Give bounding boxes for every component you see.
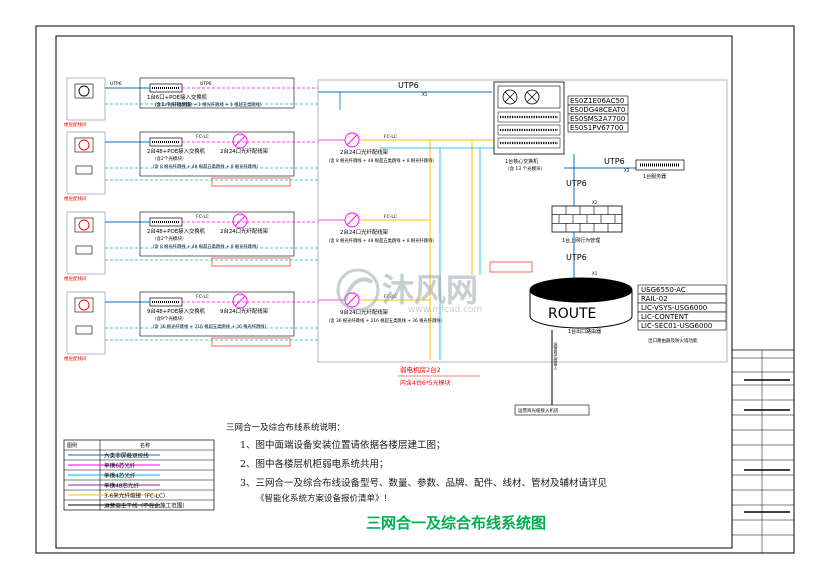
floor-name: 楼层配线间	[64, 121, 87, 128]
isp-box	[514, 404, 590, 416]
notes-item-4: 《智能化系统方案设备报价清单》！	[256, 494, 393, 504]
utp6-top-label: UTP6	[398, 81, 419, 90]
fc-lc-left-label: FC-LC	[196, 214, 209, 220]
router-model: USG6550-AC	[641, 286, 686, 294]
firewall-label: 1台上网行为管理	[562, 237, 600, 244]
legend-entry: 3-6来光纤熔接（FC-LC）	[104, 492, 168, 500]
isp-vertical-label: 运营商光缆接入	[554, 341, 559, 370]
legend-entry: 单模48芯光纤	[104, 482, 139, 490]
router-label: 1台出口路由器	[568, 328, 601, 335]
core-switch	[493, 81, 565, 155]
core-room-frame	[317, 79, 728, 363]
core-patch-label: 2台24口光纤配线架	[340, 148, 389, 156]
outer-frame	[35, 25, 795, 554]
floor-name: 楼层配线间	[64, 355, 87, 362]
fc-lc-left-label: FC-LC	[196, 134, 209, 140]
legend-entry: 运营商主干线（不在此施工范围）	[104, 502, 188, 510]
floor-patch-label: （含 1 个光纤配线架 + 1 根光纤跳线 + 1 根超五类跳线）	[152, 101, 264, 108]
floor-switch-sub: （含1×光纤收发器）	[152, 101, 195, 108]
core-switch-label: 1台核心交换机	[505, 158, 538, 165]
router-model: LIC-SEC01-USG6000	[641, 322, 712, 330]
floor-fiber-label: （含 8 根光纤跳线 + 48 根超五类跳线 + 8 根光纤跳线）	[150, 243, 261, 250]
utp6-firewall-x: X2	[592, 200, 598, 205]
fc-lc-core-label: FC-LC	[384, 134, 397, 140]
floor-switch-label: 9台48+POE接入交换机	[147, 307, 206, 315]
floor-switch-label: 2台48+POE接入交换机	[147, 227, 206, 235]
floor-patch-label: 9台24口光纤配线架	[220, 307, 269, 315]
utp6-route-x: X1	[592, 271, 598, 276]
notes-item-2: 2、图中各楼层机柜弱电系统共用；	[240, 459, 389, 470]
route-text: ROUTE	[548, 306, 596, 322]
core-patch-sub: （含 8 根光纤跳线 + 48 根超五类跳线 + 8 根光纤跳线）	[326, 157, 437, 164]
utp6-row-label: UTP6	[110, 81, 122, 87]
floor-name: 楼层配线间	[64, 275, 87, 282]
notes-item-3: 3、三网合一及综合布线设备型号、数量、参数、品牌、配件、线材、管材及辅材请详见	[240, 478, 608, 489]
title-block	[732, 349, 794, 553]
legend-entry: 单模6芯光纤	[104, 462, 136, 470]
server-label: 1台服务器	[643, 173, 666, 180]
floor-switch-label: 1台6口+POE接入交换机	[147, 93, 208, 101]
drawing-title: 三网合一及综合布线系统图	[366, 514, 547, 532]
floor-name: 楼层配线间	[64, 195, 87, 202]
switch-model-list: ES0Z1E06AC50ES0DG48CEAT0ES0SMS2A7700ES0S…	[567, 95, 629, 133]
watermark-brand: 沐风网	[382, 271, 478, 309]
floor-switch-sub: （含2个光模块）	[152, 235, 186, 242]
router	[529, 277, 633, 329]
utp6-firewall-label: UTP6	[566, 179, 587, 188]
core-patch-sub: （含 8 根光纤跳线 + 48 根超五类跳线 + 8 根光纤跳线）	[326, 237, 437, 244]
utp6-route-label: UTP6	[566, 253, 587, 262]
legend-entry: 单模4芯光纤	[104, 472, 136, 480]
watermark-url: www.mfcad.com	[408, 305, 482, 315]
server	[635, 159, 685, 171]
router-model: LIC-VSYS-USG6000	[641, 304, 707, 312]
notes-item-1: 1、图中面端设备安装位置请依据各楼层建工图；	[240, 440, 446, 451]
floor-switch-sub: （含9个光模块）	[152, 315, 186, 322]
utp6-top-x-label: X1	[422, 92, 428, 97]
notes-heading: 三网合一及综合布线系统说明：	[226, 423, 346, 433]
legend-header-symbol: 图例	[67, 442, 77, 449]
switch-model: ES0S1PV67700	[570, 124, 624, 132]
fc-lc-core-label: FC-LC	[384, 294, 397, 300]
core-patch-label: 2台24口光纤配线架	[340, 228, 389, 236]
floor-patch-label: 2台24口光纤配线架	[220, 227, 269, 235]
fc-lc-core-label: FC-LC	[384, 214, 397, 220]
router-model-list: USG6550-ACRAIL-02LIC-VSYS-USG6000LIC-CON…	[637, 284, 727, 331]
legend-entry: 六类非屏蔽双绞线	[104, 452, 149, 460]
utp6-server-label: UTP6	[604, 157, 625, 166]
room-note-line2: 内含4台6*5光模块	[400, 379, 450, 387]
utp6-row-label: UTP6	[200, 81, 212, 87]
floor-switch-sub: （含2个光模块）	[152, 155, 186, 162]
switch-model: ES0SMS2A7700	[570, 115, 625, 123]
core-patch-box	[489, 261, 533, 273]
floor-switch-label: 2台48+POE接入交换机	[147, 147, 206, 155]
floor-patch-label: 2台24口光纤配线架	[220, 147, 269, 155]
core-patch-sub: （含 36 根光纤跳线 + 216 根超五类跳线 + 36 根光纤跳线）	[326, 317, 445, 324]
firewall	[551, 205, 623, 233]
core-switch-sub: （含 13 个光模块）	[505, 165, 545, 172]
switch-model: ES0Z1E06AC50	[570, 97, 624, 105]
floor-fiber-label: （含 36 根光纤跳线 + 216 根超五类跳线 + 36 根光纤跳线）	[150, 323, 269, 330]
core-patch-label: 9台24口光纤配线架	[340, 308, 389, 316]
switch-model: ES0DG48CEAT0	[570, 106, 625, 114]
utp6-server-x: X3	[624, 168, 630, 173]
router-model: LIC-CONTENT	[641, 313, 689, 321]
router-caption: 出口路由器及防火墙功能	[648, 337, 698, 344]
floor-row: 楼层配线间 1台6口+POE接入交换机（含1×光纤收发器）（含 1 个光纤配线架 …	[64, 77, 318, 128]
room-note-line1: 弱电机房2台2	[400, 365, 441, 374]
isp-label: 运营商光缆接入机房	[518, 407, 559, 414]
fc-lc-left-label: FC-LC	[196, 294, 209, 300]
router-model: RAIL-02	[641, 295, 668, 303]
floor-fiber-label: （含 8 根光纤跳线 + 48 根超五类跳线 + 8 根光纤跳线）	[150, 163, 261, 170]
watermark: 沐风网 www.mfcad.com	[336, 268, 482, 315]
inner-frame	[55, 35, 733, 549]
legend-header-name: 名称	[140, 442, 150, 449]
